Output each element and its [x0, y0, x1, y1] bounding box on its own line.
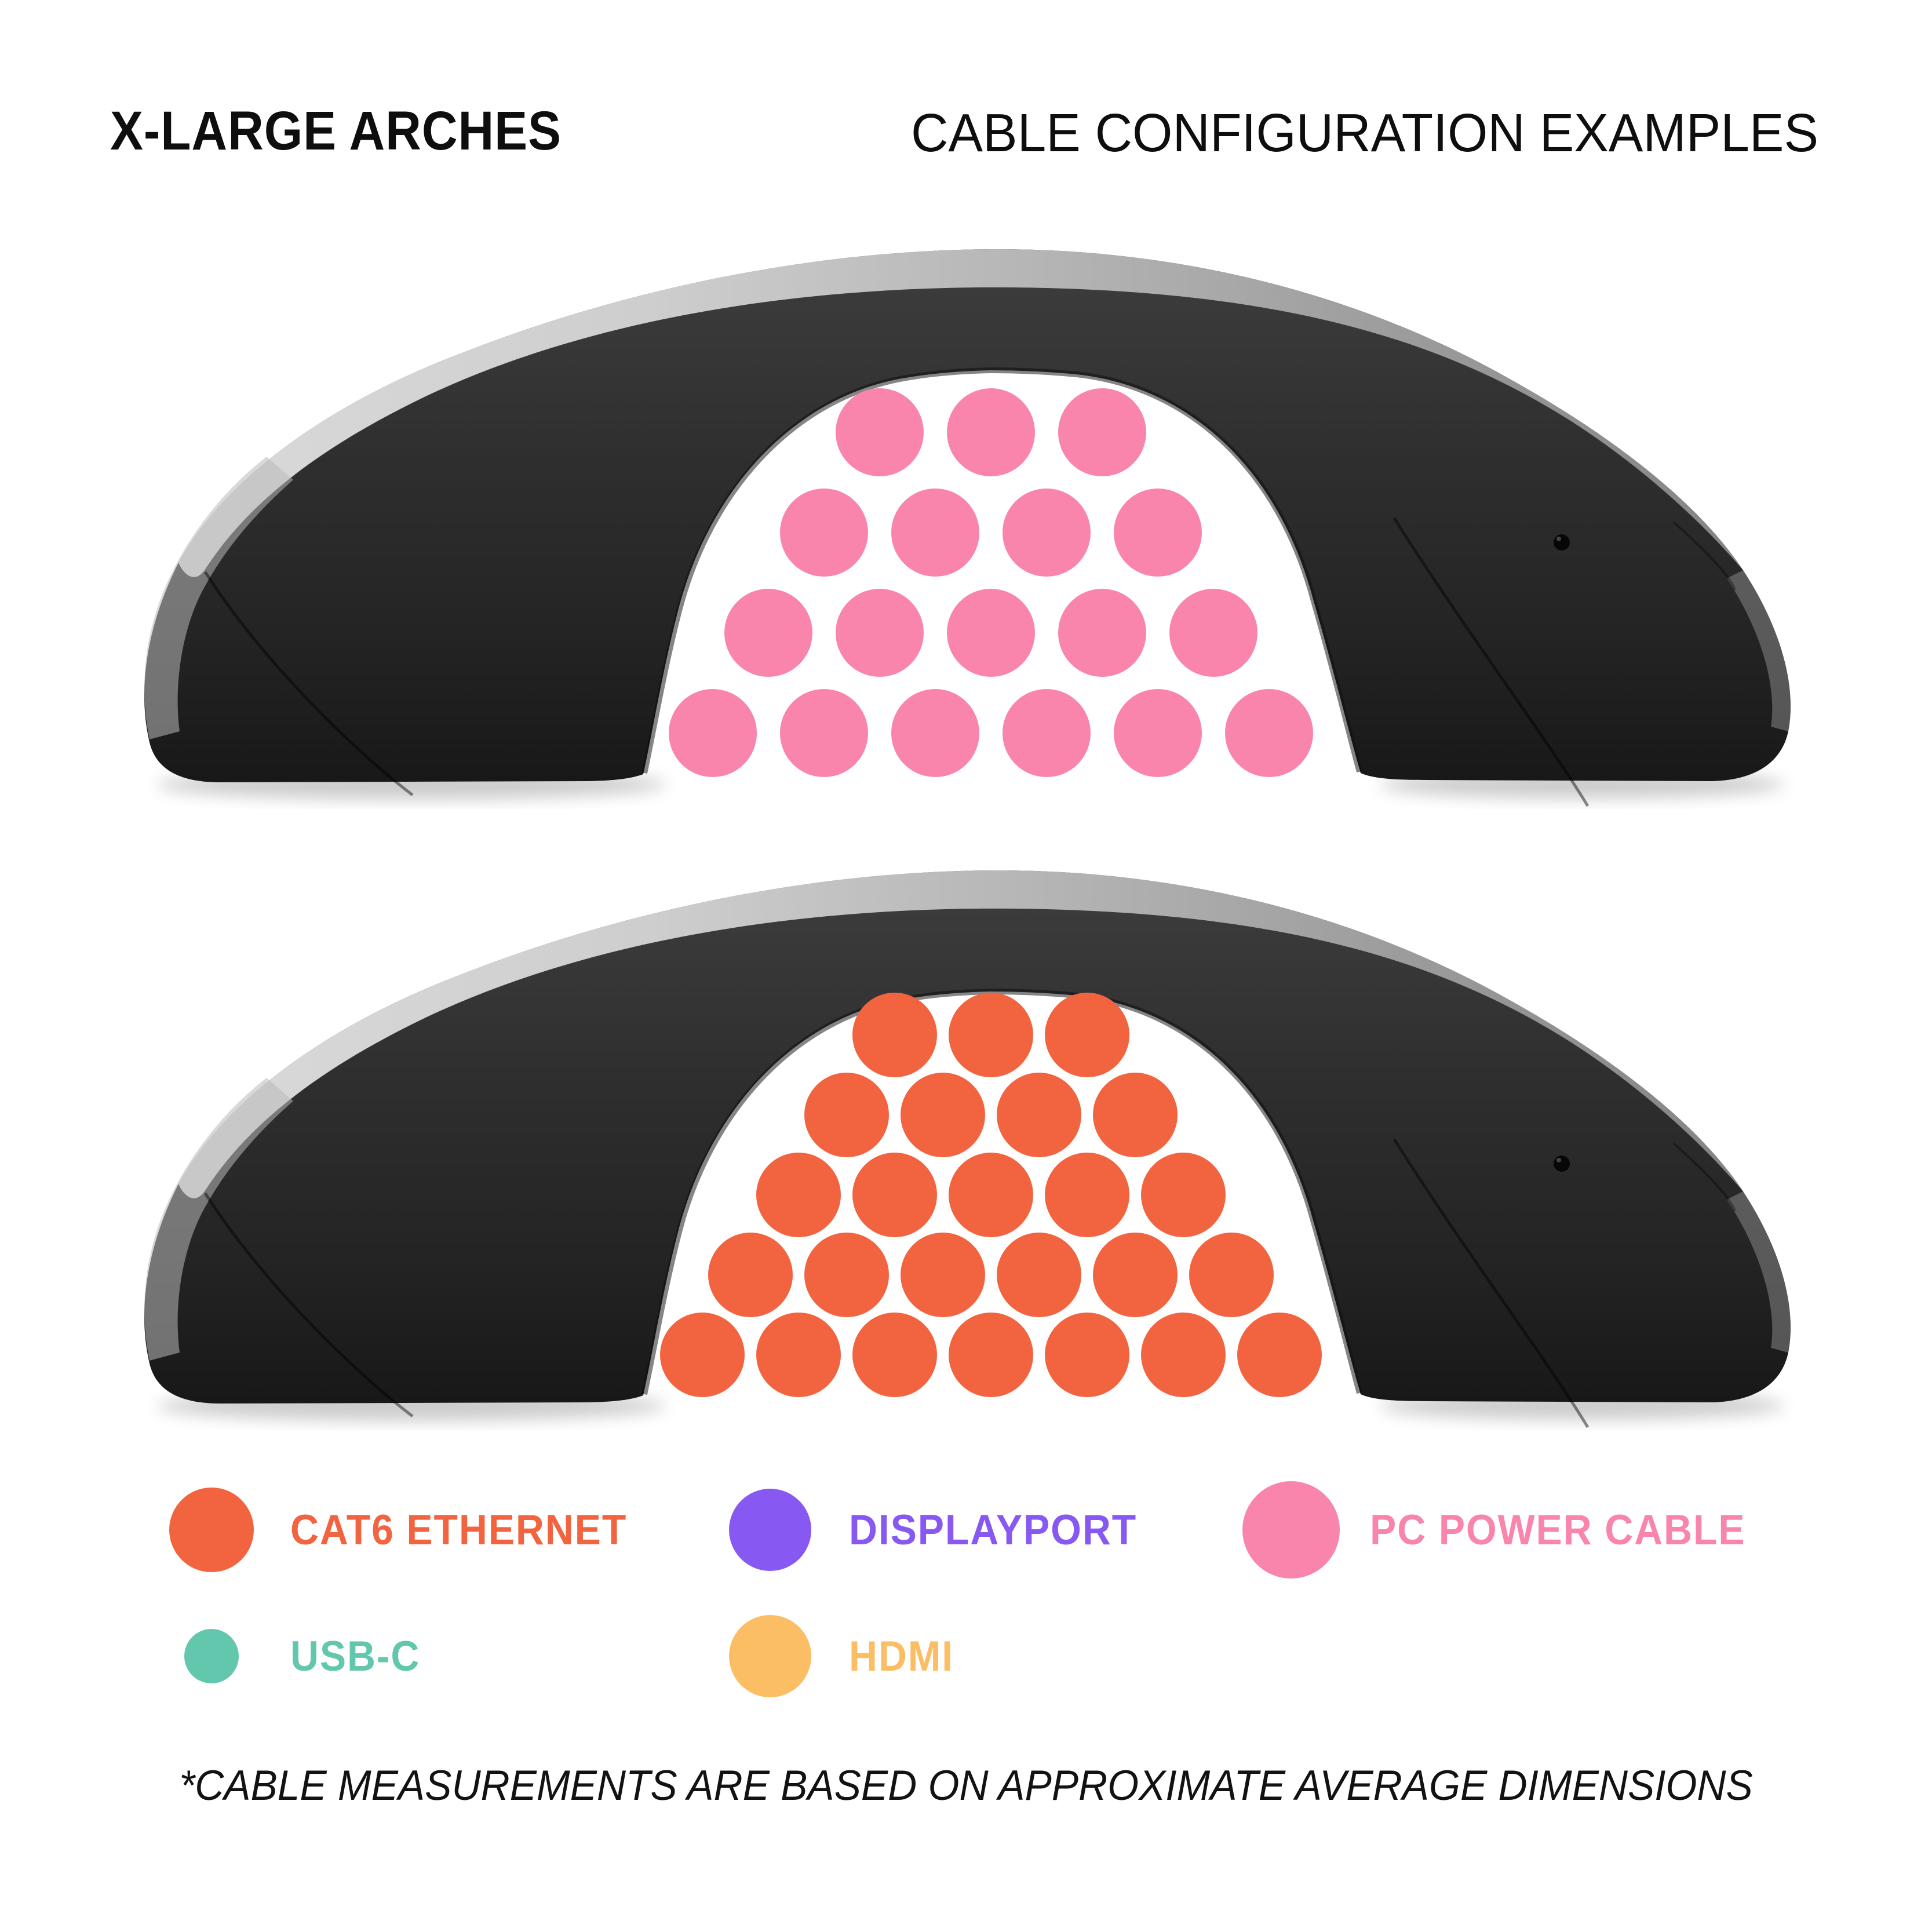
- cable-dot: [949, 1313, 1033, 1397]
- pc-power-dot-icon: [1242, 1481, 1340, 1579]
- cable-dot: [1169, 589, 1257, 677]
- cable-dot: [949, 1153, 1033, 1237]
- cable-dot-group: [669, 388, 1313, 777]
- cable-dot: [804, 1073, 889, 1157]
- cable-dot: [756, 1153, 841, 1237]
- cable-dot: [804, 1233, 889, 1317]
- arch-figure-pc-power: [87, 229, 1843, 809]
- usb-c-dot-icon: [184, 1629, 239, 1683]
- legend-item-displayport: DISPLAYPORT: [721, 1481, 1158, 1579]
- cable-dot: [1141, 1313, 1226, 1397]
- cable-dot: [949, 993, 1033, 1077]
- cable-dot: [1003, 689, 1091, 777]
- cable-dot: [1093, 1233, 1178, 1317]
- cable-dot: [708, 1233, 793, 1317]
- legend-label: CAT6 ETHERNET: [290, 1506, 628, 1554]
- cable-dot: [997, 1233, 1081, 1317]
- legend-item-cat6-ethernet: CAT6 ETHERNET: [163, 1481, 652, 1579]
- cable-dot: [669, 689, 757, 777]
- legend-label: PC POWER CABLE: [1370, 1506, 1746, 1554]
- displayport-dot-icon: [729, 1489, 811, 1571]
- legend-item-usb-c: USB-C: [163, 1607, 430, 1705]
- cable-dot: [1058, 589, 1146, 677]
- cable-dot: [901, 1233, 985, 1317]
- cable-dot: [852, 993, 937, 1077]
- cable-dot: [1058, 388, 1146, 476]
- cable-dot: [724, 589, 812, 677]
- cable-dot: [1189, 1233, 1274, 1317]
- cable-dot: [852, 1153, 937, 1237]
- legend-dot-slot: [721, 1481, 819, 1579]
- cable-dot: [947, 388, 1035, 476]
- legend-item-pc-power-cable: PC POWER CABLE: [1242, 1481, 1774, 1579]
- cable-dot: [901, 1073, 985, 1157]
- cable-dot: [852, 1313, 937, 1397]
- hdmi-dot-icon: [729, 1615, 811, 1697]
- cable-dot: [1114, 689, 1202, 777]
- page-title: X-LARGE ARCHES: [110, 100, 562, 162]
- footnote: *CABLE MEASUREMENTS ARE BASED ON APPROXI…: [179, 1762, 1753, 1809]
- cable-dot: [1141, 1153, 1226, 1237]
- legend-label: USB-C: [290, 1632, 421, 1680]
- cable-dot: [1237, 1313, 1322, 1397]
- cable-dot: [1045, 1313, 1129, 1397]
- legend-dot-slot: [163, 1607, 260, 1705]
- cat6-dot-icon: [169, 1488, 254, 1572]
- arch-figure-cat6: [87, 851, 1843, 1430]
- cable-dot: [756, 1313, 841, 1397]
- legend-dot-slot: [163, 1481, 260, 1579]
- legend-item-hdmi: HDMI: [721, 1607, 962, 1705]
- cable-dot: [947, 589, 1035, 677]
- cable-dot: [1114, 489, 1202, 577]
- cable-dot: [1225, 689, 1313, 777]
- cable-dot: [836, 589, 924, 677]
- cable-dot: [1045, 1153, 1129, 1237]
- cable-dot: [780, 689, 868, 777]
- cable-dot: [660, 1313, 745, 1397]
- cable-dot: [1045, 993, 1129, 1077]
- cable-dot: [1003, 489, 1091, 577]
- cable-dot: [836, 388, 924, 476]
- cable-dot: [891, 689, 979, 777]
- legend-label: HDMI: [849, 1632, 954, 1680]
- cable-dot-group: [660, 993, 1322, 1397]
- legend-label: DISPLAYPORT: [849, 1506, 1138, 1554]
- cable-dot: [1093, 1073, 1178, 1157]
- cable-dot: [891, 489, 979, 577]
- cable-dot: [780, 489, 868, 577]
- legend-dot-slot: [721, 1607, 819, 1705]
- legend-dot-slot: [1242, 1481, 1340, 1579]
- section-title: CABLE CONFIGURATION EXAMPLES: [911, 103, 1819, 163]
- cable-dot: [997, 1073, 1081, 1157]
